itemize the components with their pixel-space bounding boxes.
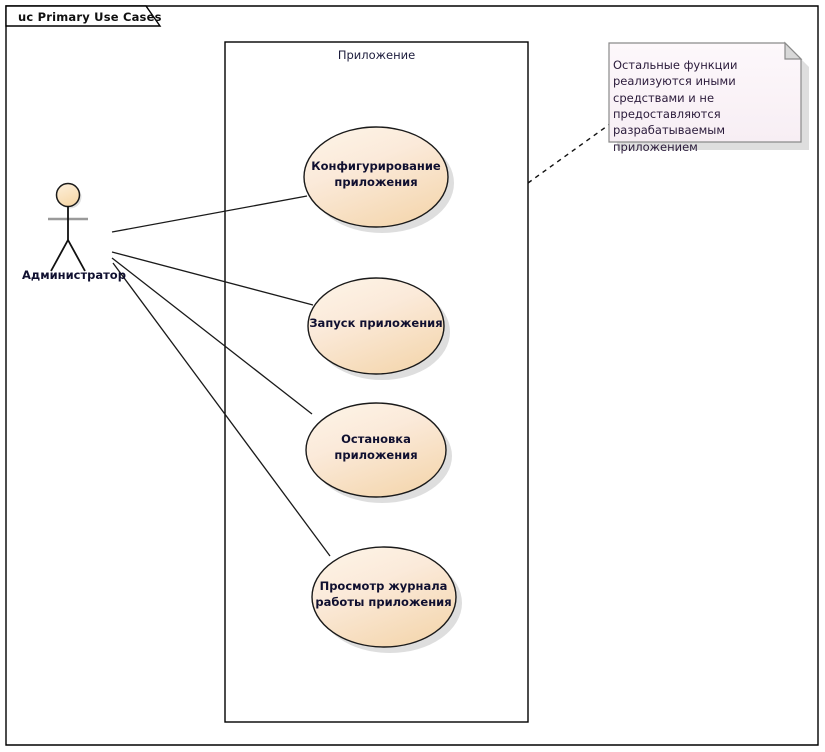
actor-administrator[interactable] bbox=[48, 182, 88, 272]
association-actor-uc2[interactable] bbox=[111, 257, 313, 415]
note-box[interactable] bbox=[608, 41, 809, 150]
frame-title-tab bbox=[5, 5, 162, 27]
association-actor-uc0[interactable] bbox=[111, 195, 308, 233]
use-case-uc1[interactable] bbox=[307, 277, 450, 380]
association-connectors bbox=[111, 195, 331, 557]
note-folded-corner-icon bbox=[784, 41, 803, 60]
actor-head-icon bbox=[55, 182, 81, 208]
use-case-uc3[interactable] bbox=[311, 546, 462, 653]
use-case-uc0[interactable] bbox=[303, 126, 454, 233]
association-actor-uc1[interactable] bbox=[111, 251, 314, 306]
association-actor-uc3[interactable] bbox=[112, 262, 331, 557]
actor-right-leg-icon bbox=[67, 239, 86, 272]
note-anchor-dashed-line bbox=[527, 123, 611, 184]
use-case-uc2[interactable] bbox=[305, 402, 452, 503]
actor-left-leg-icon bbox=[50, 239, 69, 272]
